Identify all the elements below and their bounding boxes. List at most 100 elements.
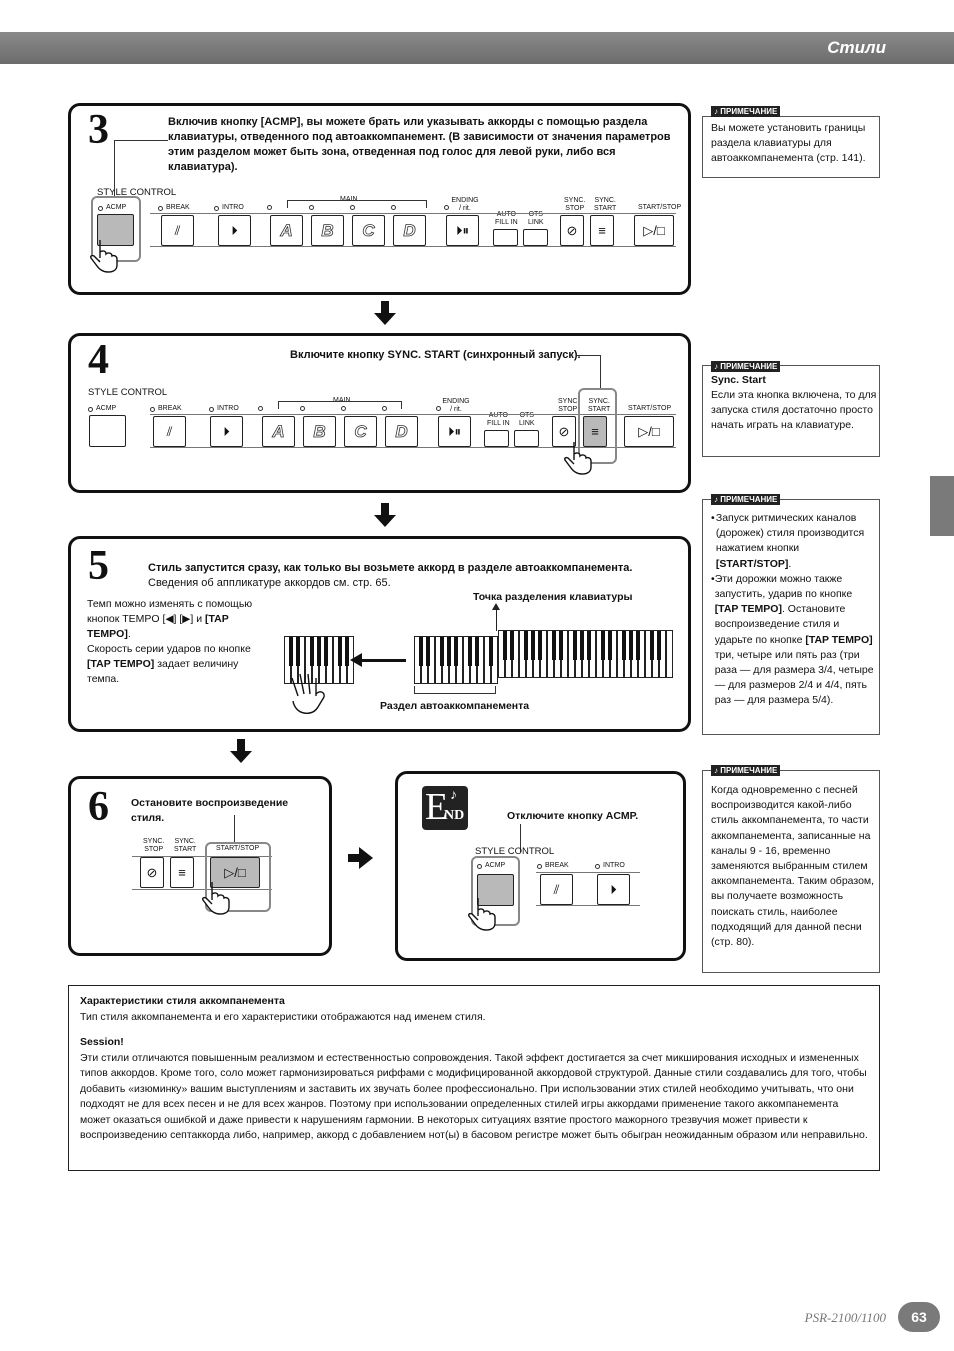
step-4-number: 4 (88, 337, 109, 383)
right-keyboard-section (498, 630, 673, 678)
auto-fill-button[interactable] (493, 229, 518, 246)
header-bar (0, 32, 954, 64)
break-button[interactable]: ⫽ (153, 416, 186, 447)
step-5-number: 5 (88, 543, 109, 589)
note-3-item-text: Запуск ритмических каналов (дорожек) сти… (716, 511, 875, 572)
black-key (601, 631, 605, 660)
black-key (657, 631, 661, 660)
intro-button[interactable]: ⏵ (210, 416, 243, 447)
step-3-text: Включив кнопку [ACMP], вы можете брать и… (168, 116, 671, 173)
acmp-button[interactable] (97, 214, 134, 246)
led (537, 863, 542, 869)
step-3-number: 3 (88, 107, 109, 153)
main-d-button[interactable]: D (393, 215, 426, 246)
white-key (435, 636, 444, 684)
black-key (531, 631, 535, 660)
main-d-button[interactable]: D (385, 416, 418, 447)
main-b-button[interactable]: B (311, 215, 344, 246)
start-stop-button[interactable]: ▷/□ (210, 857, 260, 888)
end-logo: E ND ♪ (422, 786, 468, 830)
tempo-text: ] [ (173, 613, 183, 625)
arrow-down-icon (230, 751, 252, 763)
note-4 (702, 770, 880, 973)
panel-strip (150, 213, 676, 247)
led (477, 863, 482, 869)
white-key (666, 630, 673, 678)
start-stop-button[interactable]: ▷/□ (624, 416, 674, 447)
sync-stop-button[interactable]: ⊘ (552, 416, 576, 447)
auto-fill-button[interactable] (484, 430, 509, 447)
sync-start-button[interactable]: ≡ (590, 215, 614, 246)
note-3-item: •Запуск ритмических каналов (дорожек) ст… (711, 511, 875, 572)
start-stop-button[interactable]: ▷/□ (634, 215, 674, 246)
ots-link-button[interactable] (514, 430, 539, 447)
acmp-button[interactable] (89, 415, 126, 447)
info-heading-2: Session! (80, 1036, 124, 1048)
highlight-frame (205, 842, 271, 912)
sync-start-button[interactable]: ≡ (583, 416, 607, 447)
note-icon: ♪ (714, 107, 721, 116)
note-tag: ♪ ПРИМЕЧАНИЕ (711, 765, 781, 776)
triangle-right-icon: ▶ (182, 613, 191, 625)
main-c-button[interactable]: C (344, 416, 377, 447)
main-a-button[interactable]: A (270, 215, 303, 246)
led (341, 406, 346, 411)
led (214, 205, 219, 211)
info-paragraph-1: Тип стиля аккомпанемента и его характери… (80, 1010, 486, 1023)
panel-strip (536, 872, 640, 906)
tempo-line: TEMPO]. (87, 627, 267, 642)
break-button[interactable]: ⫽ (540, 874, 573, 905)
arrow-up-icon (492, 603, 500, 610)
ending-button[interactable]: ⏵⏸ (446, 215, 479, 246)
main-label: MAIN (333, 397, 351, 404)
arrow-down-icon (374, 313, 396, 325)
stop-text: STOP (558, 406, 578, 413)
intro-button[interactable]: ⏵ (597, 874, 630, 905)
leader-line (600, 355, 601, 390)
main-b-button[interactable]: B (303, 416, 336, 447)
stop-text: STOP (565, 205, 585, 212)
break-label: BREAK (545, 862, 569, 869)
intro-button[interactable]: ⏵ (218, 215, 251, 246)
black-key (552, 631, 556, 660)
note-1-text: Вы можете установить границы раздела кла… (711, 122, 866, 165)
stop-text: STOP (144, 846, 164, 853)
acmp-button[interactable] (477, 874, 514, 906)
led (382, 406, 387, 411)
note-tag: ♪ ПРИМЕЧАНИЕ (711, 106, 781, 117)
black-key (559, 631, 563, 660)
black-key (296, 637, 300, 666)
black-key (310, 637, 314, 666)
led (350, 205, 355, 210)
ots-link-button[interactable] (523, 229, 548, 246)
note-tag: ♪ ПРИМЕЧАНИЕ (711, 361, 781, 372)
main-c-button[interactable]: C (352, 215, 385, 246)
black-key (622, 631, 626, 660)
link-text: LINK (528, 219, 544, 226)
sync-stop-button[interactable]: ⊘ (140, 857, 164, 888)
intro-label: INTRO (217, 405, 239, 412)
panel-strip (150, 414, 676, 448)
black-key (580, 631, 584, 660)
main-c-glyph: C (362, 220, 375, 240)
note-text-bold: [TAP TEMPO] (714, 603, 782, 616)
led (595, 863, 600, 869)
note-3 (702, 499, 880, 735)
end-logo-e: E (425, 786, 449, 828)
black-key (587, 631, 591, 660)
sync-start-button[interactable]: ≡ (170, 857, 194, 888)
break-button[interactable]: ⫽ (161, 215, 194, 246)
black-key (650, 631, 654, 660)
rit-text: / rit. (450, 406, 462, 413)
main-d-glyph: D (403, 220, 416, 240)
sync-stop-button[interactable]: ⊘ (560, 215, 584, 246)
ending-button[interactable]: ⏵⏸ (438, 416, 471, 447)
hand-icon (90, 240, 118, 273)
arrow-down-icon (374, 515, 396, 527)
style-control-label: STYLE CONTROL (88, 387, 168, 398)
style-control-label: STYLE CONTROL (97, 187, 177, 198)
white-key (645, 630, 654, 678)
main-a-button[interactable]: A (262, 416, 295, 447)
led (258, 406, 263, 411)
sync-start-label: SYNC.START (594, 197, 616, 213)
